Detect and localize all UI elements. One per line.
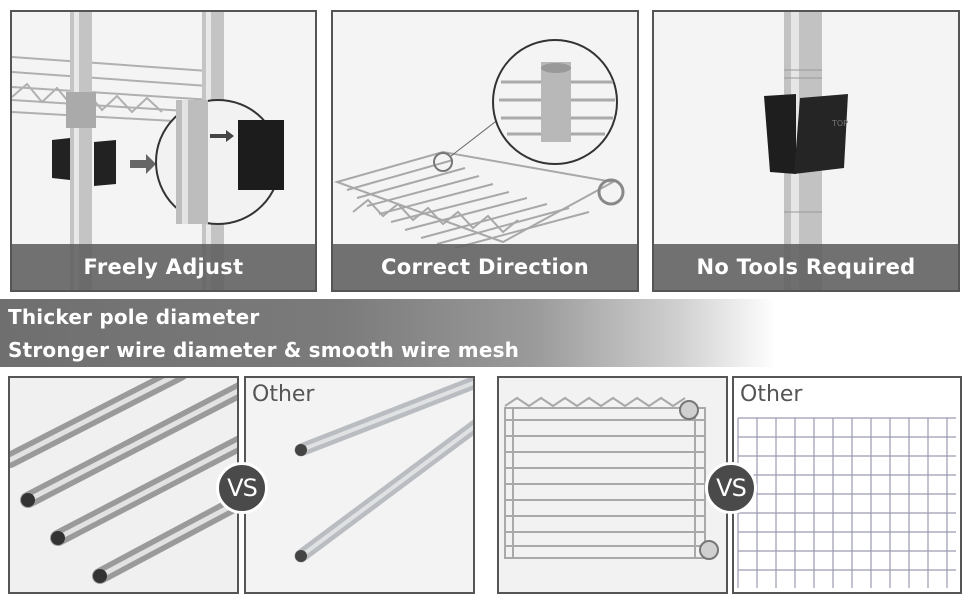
wire-shelf-illustration: [504, 396, 719, 560]
vs-badge-poles: VS: [216, 462, 268, 514]
grid-mesh-illustration: [737, 417, 956, 588]
panel-no-tools-required: TOP No Tools Required: [652, 10, 960, 292]
other-label-mesh: Other: [740, 382, 803, 407]
caption-freely-adjust: Freely Adjust: [83, 255, 244, 279]
correct-direction-illustration: [333, 39, 625, 249]
caption-bar: Freely Adjust: [12, 244, 315, 290]
panel-correct-direction: Correct Direction: [331, 10, 639, 292]
panel-mesh-other: Other: [732, 376, 962, 594]
no-tools-illustration: TOP: [764, 12, 848, 290]
banner-line-pole: Thicker pole diameter: [8, 305, 260, 329]
chrome-poles-illustration: [10, 378, 237, 584]
other-label-poles: Other: [252, 382, 315, 407]
caption-no-tools-required: No Tools Required: [696, 255, 916, 279]
panel-freely-adjust: Freely Adjust: [10, 10, 317, 292]
panel-poles-other: Other: [244, 376, 475, 594]
feature-banner: Thicker pole diameter Stronger wire diam…: [0, 299, 970, 367]
svg-text:TOP: TOP: [831, 119, 848, 128]
caption-correct-direction: Correct Direction: [381, 255, 589, 279]
panel-poles-ours: [8, 376, 239, 594]
banner-line-wire: Stronger wire diameter & smooth wire mes…: [8, 338, 520, 362]
caption-bar: No Tools Required: [654, 244, 958, 290]
panel-mesh-ours: [497, 376, 728, 594]
plain-poles-illustration: [294, 378, 473, 563]
caption-bar: Correct Direction: [333, 244, 637, 290]
vs-badge-mesh: VS: [705, 462, 757, 514]
freely-adjust-illustration: [12, 12, 284, 290]
